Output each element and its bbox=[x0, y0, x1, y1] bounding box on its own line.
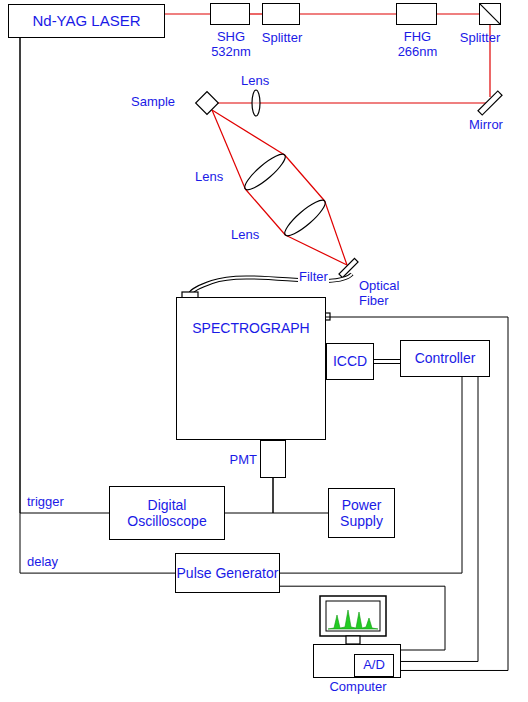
node-label: SHG 532nm bbox=[205, 30, 257, 60]
pulse-generator-box: Pulse Generator bbox=[175, 553, 280, 593]
node-text: Nd-YAG LASER bbox=[32, 12, 140, 29]
laser-beam bbox=[165, 14, 210, 15]
splitter-diagonal bbox=[480, 4, 500, 24]
part-label: Mirror bbox=[468, 118, 504, 133]
lens-symbol bbox=[241, 150, 290, 195]
power-supply-box: Power Supply bbox=[328, 488, 395, 538]
lens-symbol bbox=[252, 90, 260, 116]
crystal-box: SHG 532nm bbox=[210, 3, 250, 25]
data-wire bbox=[326, 317, 508, 670]
monitor-stand bbox=[346, 636, 360, 644]
part-label: Lens bbox=[194, 170, 224, 185]
node-text: Controller bbox=[415, 350, 476, 366]
data-wire bbox=[394, 377, 478, 661]
node-text: Digital Oscilloscope bbox=[110, 497, 224, 529]
signal-label: delay bbox=[26, 555, 59, 570]
node-text: Pulse Generator bbox=[177, 565, 279, 581]
data-cable bbox=[374, 360, 400, 364]
pmt-box: PMT bbox=[260, 440, 286, 478]
controller-box: Controller bbox=[400, 340, 490, 377]
node-text: ICCD bbox=[333, 353, 367, 369]
node-label: Splitter bbox=[252, 31, 312, 46]
monitor-screen bbox=[326, 601, 380, 631]
laser-beam bbox=[300, 14, 396, 15]
sample-symbol bbox=[196, 92, 219, 115]
computer-box: ComputerA/D bbox=[313, 644, 401, 678]
spectrum-peaks bbox=[328, 610, 378, 629]
node-label: FHG 266nm bbox=[389, 30, 446, 60]
part-label: Sample bbox=[130, 95, 176, 110]
laser-beam bbox=[250, 14, 262, 15]
laser-box: Nd-YAG LASER bbox=[8, 4, 165, 38]
lens-symbol bbox=[281, 196, 330, 241]
adc-box: A/D bbox=[354, 654, 394, 677]
node-label: Splitter bbox=[450, 31, 510, 46]
spectrograph-box: SPECTROGRAPH bbox=[176, 297, 326, 440]
control-wire bbox=[280, 586, 445, 650]
node-label: PMT bbox=[223, 453, 257, 468]
node-text: A/D bbox=[363, 658, 385, 673]
part-label: Optical Fiber bbox=[358, 279, 412, 309]
mirror-symbol bbox=[478, 91, 502, 115]
node-text: Power Supply bbox=[329, 497, 394, 529]
node-label: Computer bbox=[314, 680, 402, 695]
signal-wire bbox=[225, 478, 273, 513]
oscilloscope-box: Digital Oscilloscope bbox=[109, 486, 225, 540]
splitter-cube: Splitter bbox=[479, 3, 501, 25]
trigger-wire bbox=[20, 38, 109, 513]
monitor bbox=[320, 596, 386, 636]
laser-beam bbox=[437, 14, 479, 15]
signal-label: trigger bbox=[26, 495, 65, 510]
power-wire bbox=[273, 478, 328, 513]
node-text: SPECTROGRAPH bbox=[192, 320, 309, 336]
camera-box: ICCD bbox=[326, 343, 374, 380]
part-label: Lens bbox=[230, 228, 260, 243]
part-label: Lens bbox=[240, 74, 270, 89]
crystal-box: FHG 266nm bbox=[396, 3, 437, 25]
part-label: Filter bbox=[298, 270, 329, 285]
splitter-box: Splitter bbox=[262, 3, 300, 25]
laser-beam bbox=[212, 25, 490, 265]
